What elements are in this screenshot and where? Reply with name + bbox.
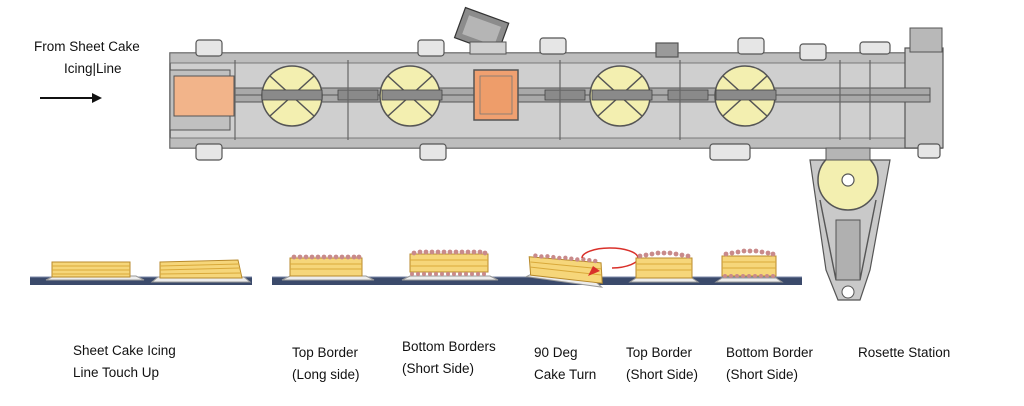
machine-plan-view [169,6,944,301]
cake-90deg-turn [524,253,604,288]
source-label-line-2: Icing|Line [64,61,122,76]
rotation-arrow-icon [581,247,639,276]
station-label-bottom-borders-short: Bottom Borders (Short Side) [402,339,496,376]
station-label-sheet-cake-touch-up: Sheet Cake Icing Line Touch Up [73,343,176,380]
station-label-bottom-border-short: Bottom Border (Short Side) [726,345,814,382]
cake-bottom-border-short [714,248,784,283]
station-label-rosette-station: Rosette Station [858,345,951,360]
cake-top-border-short [628,250,700,283]
cake-top-border-long [281,254,375,281]
cake-plain [150,259,252,283]
flow-direction-arrow-icon [40,93,102,103]
cake-plain [45,261,145,281]
rosette-station-arm [809,147,891,301]
station-label-top-border-short: Top Border (Short Side) [626,345,699,382]
source-label-line-1: From Sheet Cake [34,39,140,54]
station-label-top-border-long: Top Border (Long side) [292,345,360,382]
source-label: From Sheet Cake Icing|Line [34,36,140,80]
station-label-90-deg-cake-turn: 90 Deg Cake Turn [534,345,597,382]
cake-bottom-borders-short [401,249,499,281]
cakes [45,247,784,288]
